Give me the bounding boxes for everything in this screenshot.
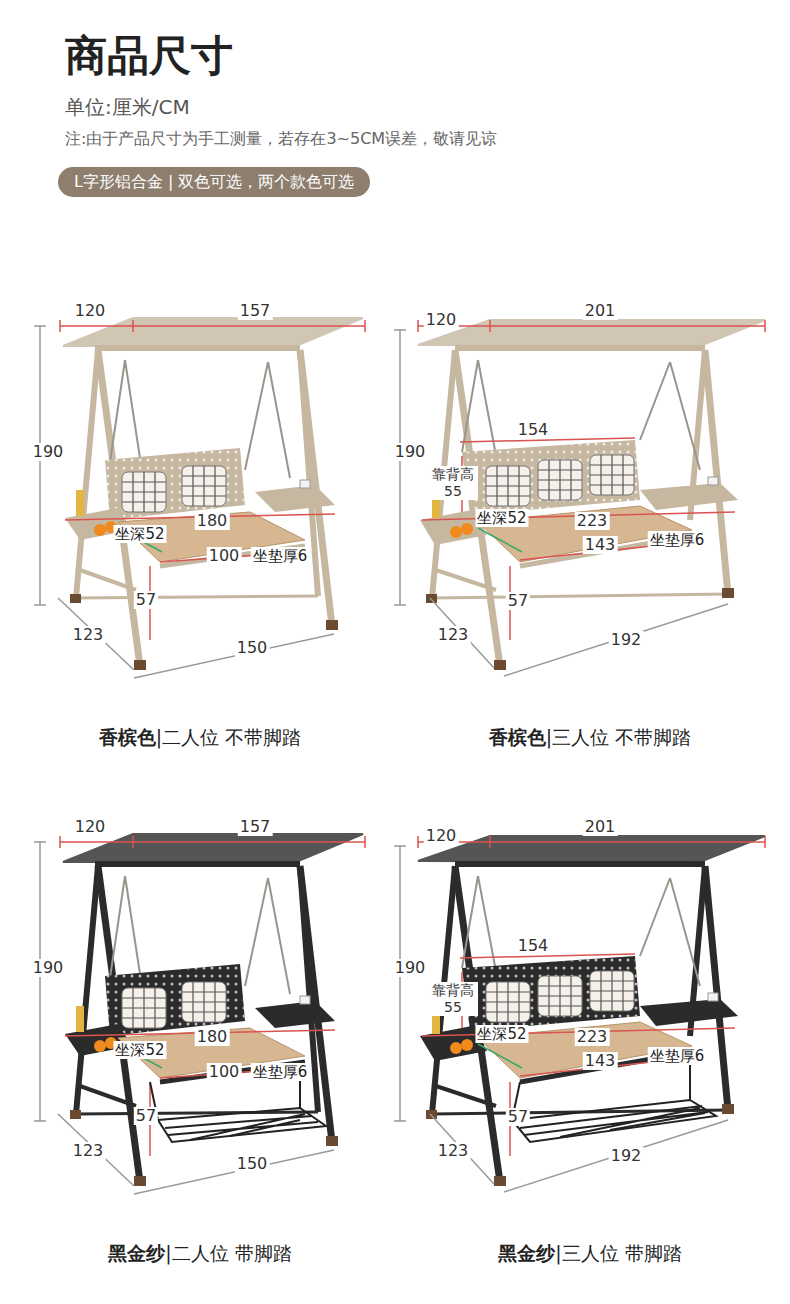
dim-number: 120 bbox=[424, 311, 459, 329]
dim-number: 57 bbox=[134, 591, 158, 609]
dim-number: 223 bbox=[575, 1028, 610, 1046]
dim-number: 123 bbox=[436, 626, 471, 644]
dim-number: 190 bbox=[393, 959, 428, 977]
variant-caption: 香槟色|二人位 不带脚踏 bbox=[99, 725, 301, 751]
feature-pill: L字形铝合金 | 双色可选，两个款色可选 bbox=[58, 167, 370, 197]
cushion-thickness: 坐垫厚6 bbox=[251, 547, 310, 565]
seat-depth: 坐深52 bbox=[113, 525, 166, 543]
cushion-thickness: 坐垫厚6 bbox=[648, 1047, 707, 1065]
dim-number: 150 bbox=[235, 1155, 270, 1173]
dim-number: 192 bbox=[609, 1147, 644, 1165]
color-name: 黑金纱 bbox=[498, 1242, 555, 1264]
dim-number: 57 bbox=[134, 1107, 158, 1125]
unit-note: 单位:厘米/CM bbox=[65, 94, 190, 121]
dim-number: 180 bbox=[195, 1028, 230, 1046]
dim-number: 57 bbox=[506, 592, 530, 610]
backrest-height: 靠背高 55 bbox=[428, 466, 478, 500]
dim-number: 201 bbox=[583, 818, 618, 836]
dim-number: 150 bbox=[235, 639, 270, 657]
dim-number: 190 bbox=[393, 443, 428, 461]
dim-number: 157 bbox=[238, 302, 273, 320]
dim-number: 190 bbox=[31, 959, 66, 977]
variant-caption: 香槟色|三人位 不带脚踏 bbox=[489, 725, 691, 751]
variant-desc: |二人位 带脚踏 bbox=[165, 1242, 291, 1264]
dim-number: 154 bbox=[516, 937, 551, 955]
backrest-height: 靠背高 55 bbox=[428, 982, 478, 1016]
cushion-thickness: 坐垫厚6 bbox=[251, 1063, 310, 1081]
color-name: 香槟色 bbox=[489, 726, 546, 748]
dim-number: 120 bbox=[424, 827, 459, 845]
dim-number: 201 bbox=[583, 302, 618, 320]
dim-number: 223 bbox=[575, 512, 610, 530]
measure-note: 注:由于产品尺寸为手工测量，若存在3~5CM误差，敬请见谅 bbox=[65, 129, 497, 150]
variant-desc: |三人位 不带脚踏 bbox=[546, 726, 691, 748]
variant-caption: 黑金纱|二人位 带脚踏 bbox=[108, 1241, 291, 1267]
dim-number: 154 bbox=[516, 421, 551, 439]
dim-number: 57 bbox=[506, 1108, 530, 1126]
dim-number: 120 bbox=[73, 818, 108, 836]
dim-number: 100 bbox=[207, 1063, 242, 1081]
cushion-thickness: 坐垫厚6 bbox=[648, 531, 707, 549]
variant-desc: |二人位 不带脚踏 bbox=[156, 726, 301, 748]
variant-caption: 黑金纱|三人位 带脚踏 bbox=[498, 1241, 681, 1267]
dim-number: 192 bbox=[609, 631, 644, 649]
variant-desc: |三人位 带脚踏 bbox=[555, 1242, 681, 1264]
dim-number: 123 bbox=[436, 1142, 471, 1160]
dim-number: 157 bbox=[238, 818, 273, 836]
seat-depth: 坐深52 bbox=[113, 1041, 166, 1059]
dim-number: 120 bbox=[73, 302, 108, 320]
dim-number: 190 bbox=[31, 443, 66, 461]
color-name: 黑金纱 bbox=[108, 1242, 165, 1264]
color-name: 香槟色 bbox=[99, 726, 156, 748]
pill-text: L字形铝合金 | 双色可选，两个款色可选 bbox=[74, 172, 354, 191]
seat-depth: 坐深52 bbox=[475, 1025, 528, 1043]
dim-number: 123 bbox=[71, 1142, 106, 1160]
dim-number: 180 bbox=[195, 512, 230, 530]
dim-number: 123 bbox=[71, 626, 106, 644]
dim-number: 143 bbox=[583, 536, 618, 554]
dim-number: 143 bbox=[583, 1052, 618, 1070]
seat-depth: 坐深52 bbox=[475, 509, 528, 527]
page-title: 商品尺寸 bbox=[65, 30, 233, 82]
dim-number: 100 bbox=[207, 547, 242, 565]
